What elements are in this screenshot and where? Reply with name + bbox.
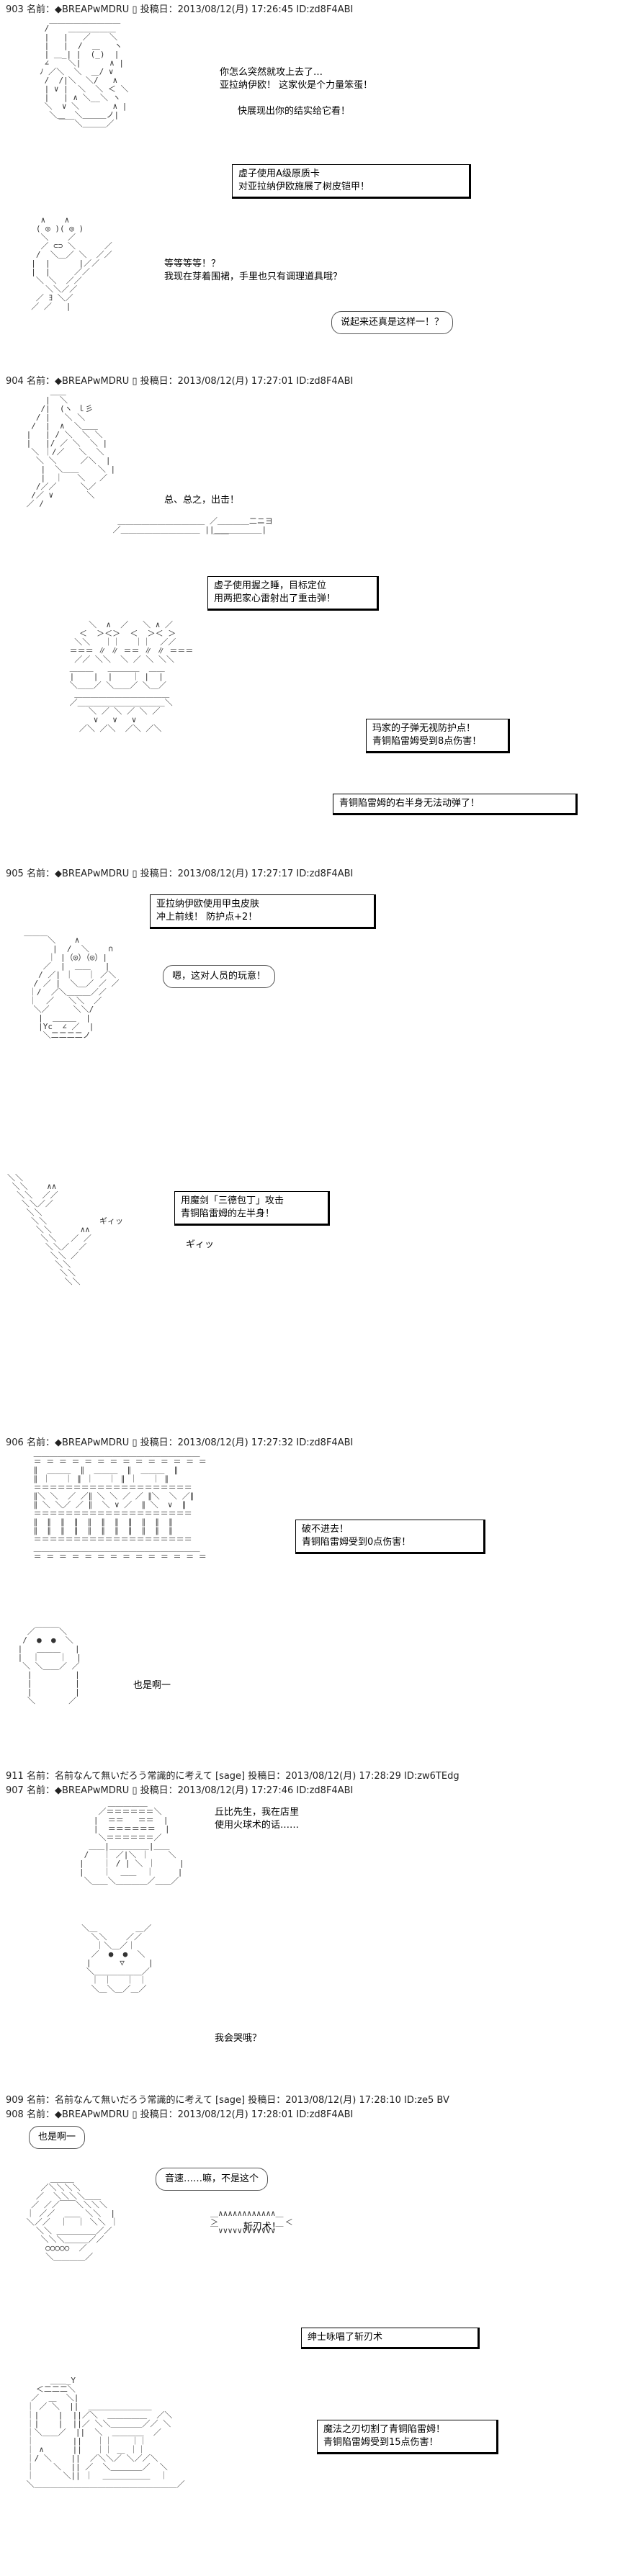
speech-907-1: 丘比先生，我在店里 使用火球术的话…… xyxy=(215,1807,300,1831)
narration-box-904-2: 玛家的子弹无视防护点！ 青铜陷雷姆受到8点伤害！ xyxy=(366,719,510,753)
sfx-905: ギィッ xyxy=(186,1239,215,1250)
ascii-art-kyubey-907: ＼＿ ＿／ ＼＼ ／／ ｜＼＿／｜ ／ ● ● ＼ | ▽ | ＼＿＿＿＿＿＿／… xyxy=(81,1924,153,1993)
post-header-904: 904 名前：◆BREAPwMDRU ▯ 投稿日：2013/08/12(月) 1… xyxy=(6,376,354,387)
narration-box-908-1: 绅士咏唱了斩刃术 xyxy=(301,2328,480,2349)
speech-904-1: 总、总之，出击！ xyxy=(164,495,240,506)
speech-907-2: 我会哭哦？ xyxy=(215,2033,262,2044)
bubble-908-2: 音速……嘛，不是这个 xyxy=(156,2168,269,2191)
post-header-911: 911 名前：名前なんて無いだろう常識的に考えて [sage] 投稿日：2013… xyxy=(6,1771,460,1782)
bubble-903-1: 说起来还真是这样一！？ xyxy=(331,311,454,334)
bubble-905-1: 嗯，这对人员的玩意！ xyxy=(163,965,276,988)
post-header-906: 906 名前：◆BREAPwMDRU ▯ 投稿日：2013/08/12(月) 1… xyxy=(6,1437,354,1448)
ascii-art-sword-905: ＼＼ ＼＼ ∧∧ ＼＼ ／／ ＼＼／／ ＼＼ ＼＼ ギィッ ＼＼ ∧∧ ＼＼ ／… xyxy=(7,1173,123,1286)
speech-903-1: 你怎么突然就攻上去了… 亚拉纳伊欧！ 这家伙是个力量笨蛋！ xyxy=(220,67,373,91)
ascii-art-statue-906: ＿＿＿＿＿＿＿＿＿＿＿＿＿＿＿＿＿＿＿＿＿ ＝ ＝ ＝ ＝ ＝ ＝ ＝ ＝ ＝ … xyxy=(33,1448,207,1561)
post-header-909: 909 名前：名前なんて無いだろう常識的に考えて [sage] 投稿日：2013… xyxy=(6,2095,449,2106)
narration-box-904-3: 青铜陷雷姆的右半身无法动弹了！ xyxy=(333,794,578,815)
ascii-art-character-908b: ＿＿_Y ＜二二二＼ ／ ＿ ＼| ｜ ／ ＼ || ＿＿＿＿＿＿＿＿ ｜| |… xyxy=(26,2376,185,2489)
ascii-art-character-904a: ＿＿ | ＼ /| (ヽ ｌ彡 / | ＼ ＼ / | ∧ ＼＿＿ | | / … xyxy=(26,387,116,508)
ascii-art-character-908a: ＿＿＿ ／＼＼＼＼ ／ ＼＼＼＼＿＿ ／ ／／￣￣＼＼＼＼ ｜ ／／ ＿＿ ＼＼… xyxy=(26,2174,119,2261)
speech-906-1: 也是啊一 xyxy=(133,1680,171,1691)
ascii-art-character-903a: ＿＿＿＿＿＿＿＿＿ / ＿＿＿＿＿＿ | | ／ ＼ | | / ＿ ヽ | ＿… xyxy=(40,15,129,128)
speech-903-2: 快展现出你的结实给它看！ xyxy=(238,106,351,117)
narration-box-905-2: 用魔剑「三德包丁」攻击 青铜陷雷姆的左半身！ xyxy=(174,1191,330,1226)
narration-box-905-1: 亚拉纳伊欧使用甲虫皮肤 冲上前线！ 防护点+2！ xyxy=(150,894,376,929)
post-header-903: 903 名前：◆BREAPwMDRU ▯ 投稿日：2013/08/12(月) 1… xyxy=(6,4,354,15)
narration-box-903-1: 虚子使用A级原质卡 对亚拉纳伊欧施展了树皮铠甲！ xyxy=(232,164,471,199)
post-header-908: 908 名前：◆BREAPwMDRU ▯ 投稿日：2013/08/12(月) 1… xyxy=(6,2109,354,2120)
narration-box-906-1: 破不进去！ 青铜陷雷姆受到0点伤害！ xyxy=(295,1520,485,1554)
ascii-art-character-905: ￣￣￣＼ ∧ | / ＼ ∩ ｜ |（◎）（◎）| ／ | ＿＿ | / ／| … xyxy=(24,935,120,1040)
bubble-908-1: 也是啊一 xyxy=(29,2126,86,2149)
ascii-art-explosion-904: ＼ ∧ ／ ＼ ∧ ／ ＜ ＞＜＞ ＜ ＞＜ ＞ ＼＼ ｜｜ ｜｜ ／／ ＝＝＝… xyxy=(69,620,194,733)
post-header-905: 905 名前：◆BREAPwMDRU ▯ 投稿日：2013/08/12(月) 1… xyxy=(6,869,354,879)
ascii-art-character-903b: ∧ ∧ ( ◎ )( ◎ ) ＼ ／ ／ ⊂⊃ ＼ ／ / ＼＿／ ＼ ／／ |… xyxy=(31,215,112,311)
ascii-art-character-907a: ＿＿＿＿＿ ／＝＝＝＝＝＝＼ | ＝＝ ＝＝ | | ＝＝＝＝＝＝ | ＼＝＝＝… xyxy=(79,1798,184,1885)
narration-box-908-2: 魔法之刃切割了青铜陷雷姆！ 青铜陷雷姆受到15点伤害！ xyxy=(317,2420,498,2454)
post-header-907: 907 名前：◆BREAPwMDRU ▯ 投稿日：2013/08/12(月) 1… xyxy=(6,1785,354,1796)
speech-903-3: 等等等等！？ 我现在芽着围裙，手里也只有调理道具哦？ xyxy=(164,259,343,282)
ascii-art-burst-908: ＿∧∧∧∧∧∧∧∧∧∧∧∧＿ ＞ ＜ ￣∨∨∨∨∨∨∨∨∨∨∨∨￣ xyxy=(210,2209,293,2235)
sfx-908: 斩刃术！ xyxy=(243,2222,282,2232)
ascii-art-gun-904: ＿＿＿＿＿＿＿＿＿＿＿ ／＿＿＿＿二ニヨ ／＿＿＿＿＿＿＿＿＿＿ ||＿＿＿＿＿… xyxy=(112,516,273,543)
ascii-art-character-906: ／￣￣￣＼ / ● ● ＼ | ＿＿＿ | | ｜ ｜ | ＼ ＼＿＿／ ／ |… xyxy=(17,1627,81,1705)
narration-box-904-1: 虚子使用握之睡，目标定位 用两把家心雷射出了重击弹！ xyxy=(207,576,379,611)
